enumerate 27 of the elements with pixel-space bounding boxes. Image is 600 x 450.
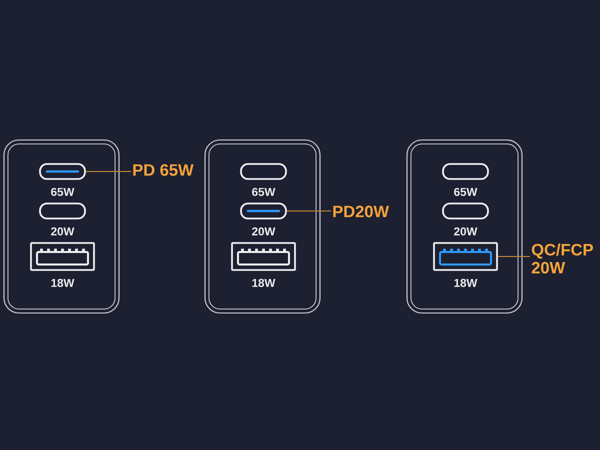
callout-text: QC/FCP 20W (532, 243, 593, 274)
wattage-label: 18W (51, 278, 74, 287)
charger-panel (406, 139, 523, 314)
charger-panel (3, 139, 120, 314)
leader-line (498, 256, 530, 258)
leader-line (86, 170, 131, 172)
usb-c-port (240, 202, 287, 220)
charger-panel (204, 139, 321, 314)
usb-c-port (240, 163, 287, 180)
wattage-label: 18W (454, 278, 478, 287)
usb-c-port (442, 163, 489, 180)
callout-text: PD20W (333, 206, 390, 218)
usb-a-port (231, 242, 296, 271)
wattage-label: 65W (252, 188, 276, 196)
usb-c-port (39, 163, 86, 180)
leader-line (286, 210, 331, 212)
wattage-label: 20W (252, 227, 276, 236)
wattage-label: 20W (454, 227, 478, 236)
callout-text: PD 65W (133, 164, 194, 176)
usb-c-port (39, 202, 86, 220)
wattage-label: 65W (51, 188, 74, 196)
usb-c-port (442, 202, 489, 220)
wattage-label: 65W (454, 188, 478, 196)
wattage-label: 18W (252, 278, 276, 287)
usb-a-port (30, 242, 95, 271)
usb-a-port (433, 242, 498, 271)
wattage-label: 20W (51, 227, 74, 236)
